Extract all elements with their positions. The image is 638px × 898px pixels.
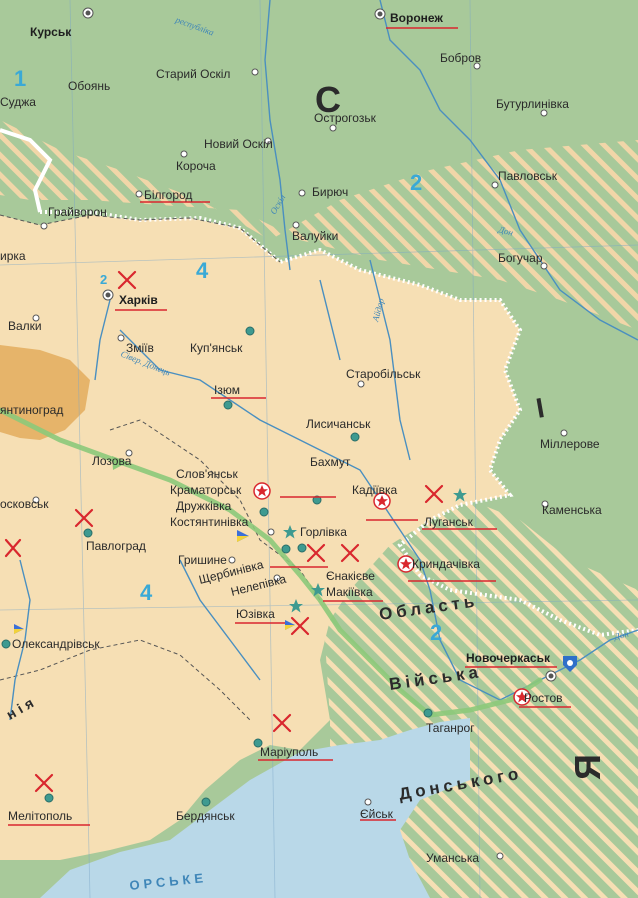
- city-umanska: Уманська: [426, 851, 479, 865]
- region-letter-ya: Я: [567, 750, 608, 780]
- star-in-circle-icon: [397, 555, 415, 573]
- battle-icon: [306, 543, 326, 563]
- city-krindachivka: Криндачівка: [412, 557, 480, 571]
- city-novyi-oskil: Новий Оскіл: [204, 137, 273, 151]
- river-label-don-north: Дон: [497, 224, 515, 238]
- zone-2-north: 2: [410, 170, 422, 195]
- city-staryi-oskil: Старий Оскіл: [156, 67, 230, 81]
- city-yuzivka: Юзівка: [236, 607, 275, 621]
- zone-1: 1: [14, 66, 26, 91]
- city-zmiiv: Зміїв: [126, 341, 154, 355]
- city-sloviansk: Слов'янськ: [176, 467, 239, 481]
- star-icon: [453, 488, 467, 502]
- city-rostov: Ростов: [524, 691, 563, 705]
- hatched-zone-north: [0, 120, 638, 330]
- star-in-circle-icon: [253, 482, 271, 500]
- battle-icon: [4, 538, 22, 558]
- city-yantynohrad: янтиноград: [0, 403, 63, 417]
- city-markers-teal: [1, 326, 433, 807]
- river-label-don-south: Дон: [612, 628, 630, 642]
- campaign-route: [0, 407, 543, 718]
- city-izium: Ізюм: [214, 383, 240, 397]
- city-valky: Валки: [8, 319, 42, 333]
- city-druzhkivka: Дружківка: [176, 499, 232, 513]
- city-yrka: ирка: [0, 249, 26, 263]
- city-ockovsk: осковськ: [0, 497, 49, 511]
- city-kostiantynivka: Костянтинівка: [170, 515, 249, 529]
- city-yeisk: Єйськ: [360, 807, 394, 821]
- city-melitopol: Мелітополь: [8, 809, 72, 823]
- star-icon: [311, 583, 325, 597]
- battle-icon: [272, 713, 292, 733]
- city-bohuchar: Богучар: [498, 251, 543, 265]
- city-voronezh: Воронеж: [390, 11, 443, 25]
- city-luhansk: Луганськ: [424, 515, 474, 529]
- city-bilhorod: Білгород: [144, 188, 192, 202]
- zone-numbers: 1 2 2 4 2 4: [14, 66, 442, 645]
- star-in-circle-icon: [513, 688, 531, 706]
- city-markers: [32, 7, 568, 860]
- city-kamenska: Каменська: [542, 503, 602, 517]
- city-pavlohrad: Павлоград: [86, 539, 146, 553]
- route-arrowhead: [112, 456, 128, 470]
- ukraine-territory: [0, 215, 520, 860]
- star-icon: [283, 525, 297, 539]
- battle-icon: [117, 270, 137, 290]
- flag-icon: [285, 620, 295, 630]
- zone-2-small: 2: [100, 272, 107, 287]
- city-horlivka: Горлівка: [300, 525, 347, 539]
- city-lozova: Лозова: [92, 454, 132, 468]
- region-letter-c: С: [315, 79, 345, 120]
- battle-icon: [34, 773, 54, 793]
- city-kupiansk: Куп'янськ: [190, 341, 243, 355]
- city-starobilsk: Старобільськ: [346, 367, 421, 381]
- city-kadiivka: Кадіївка: [352, 483, 398, 497]
- battle-icon: [340, 543, 360, 563]
- city-kramatorsk: Краматорськ: [170, 483, 242, 497]
- shield-icon: [563, 656, 577, 672]
- city-oleksandrivsk: Олександрівськ: [12, 637, 100, 651]
- city-berdiansk: Бердянськ: [176, 809, 235, 823]
- battle-markers: [4, 270, 444, 793]
- city-ostrogozk: Острогозьк: [314, 111, 377, 125]
- city-lysychansk: Лисичанськ: [306, 417, 371, 431]
- city-mariupol: Маріуполь: [260, 745, 318, 759]
- city-oboyan: Обоянь: [68, 79, 110, 93]
- city-kharkiv: Харків: [119, 293, 158, 307]
- zone-4-north: 4: [196, 258, 209, 283]
- flags: [14, 530, 577, 672]
- uprising-markers: [253, 482, 531, 706]
- star-icon: [289, 599, 303, 613]
- city-tahanrih: Таганрог: [426, 721, 475, 735]
- zone-2-south: 2: [430, 620, 442, 645]
- battle-icon: [290, 616, 310, 636]
- city-valuiky: Валуйки: [292, 229, 338, 243]
- azov-sea: [40, 718, 470, 898]
- city-korocha: Короча: [176, 159, 216, 173]
- city-pavlovsk: Павловськ: [498, 169, 558, 183]
- flag-icon: [237, 530, 249, 542]
- battle-icon: [74, 508, 94, 528]
- city-bakhmut: Бахмут: [310, 455, 351, 469]
- city-biriuch: Бирюч: [312, 185, 348, 199]
- region-letter-i: І: [534, 391, 551, 424]
- city-millerove: Міллерове: [540, 437, 600, 451]
- city-graivoron: Грайворон: [48, 205, 107, 219]
- flag-icon: [14, 624, 24, 634]
- orange-region: [0, 345, 90, 440]
- star-in-circle-icon: [373, 492, 391, 510]
- underlines: [8, 27, 571, 826]
- city-bobrov: Бобров: [440, 51, 481, 65]
- city-novocherkask: Новочеркаськ: [466, 651, 551, 665]
- zone-4-south: 4: [140, 580, 153, 605]
- city-makiivka: Макіївка: [326, 585, 373, 599]
- city-sudzha: Суджа: [0, 95, 36, 109]
- city-labels: Курськ Воронеж Обоянь Старий Оскіл Бобро…: [0, 11, 602, 865]
- battle-icon: [424, 484, 444, 504]
- city-hryshyne: Гришине: [178, 553, 227, 567]
- city-yenakieve: Єнакієве: [326, 569, 375, 583]
- city-kursk: Курськ: [30, 25, 72, 39]
- city-buturlynivka: Бутурлинівка: [496, 97, 569, 111]
